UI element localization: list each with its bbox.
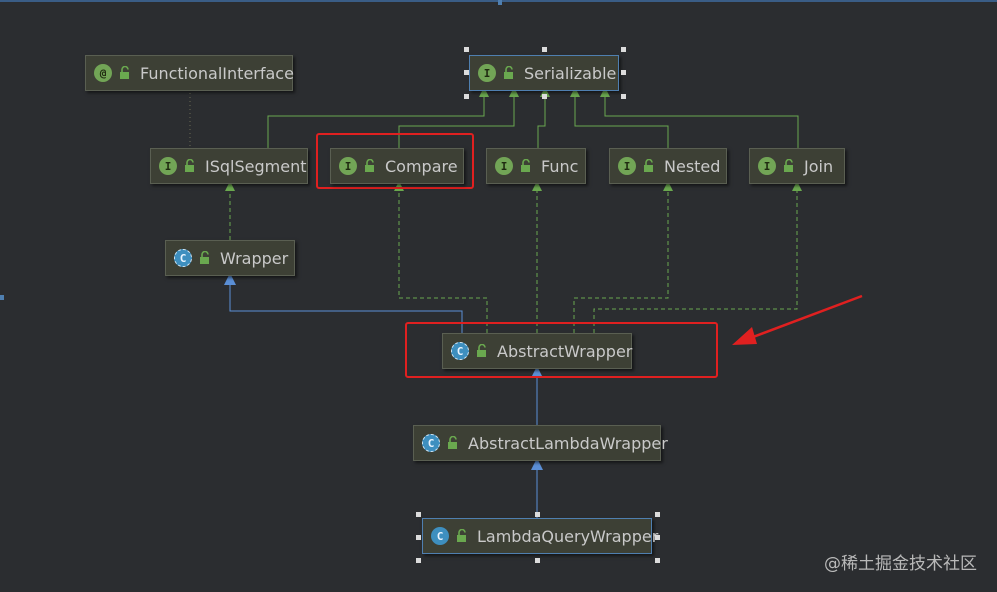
node-abstractlambdawrapper[interactable]: C AbstractLambdaWrapper — [413, 425, 668, 461]
selection-handle[interactable] — [464, 47, 469, 52]
edge-nested-serializable — [570, 87, 669, 148]
interface-icon: I — [618, 157, 636, 175]
node-label: Compare — [385, 156, 458, 176]
edge-abstractwrapper-join — [593, 181, 802, 333]
interface-icon: I — [159, 157, 177, 175]
node-label: FunctionalInterface — [140, 63, 294, 83]
interface-icon: I — [478, 64, 496, 82]
selection-handle[interactable] — [621, 94, 626, 99]
node-label: Join — [804, 156, 834, 176]
abstract-class-icon: C — [422, 434, 440, 452]
annotation-icon: @ — [94, 64, 112, 82]
unlock-icon — [644, 159, 653, 172]
unlock-icon — [200, 251, 209, 264]
selection-handle[interactable] — [464, 70, 469, 75]
node-label: LambdaQueryWrapper — [477, 526, 659, 546]
interface-icon: I — [495, 157, 513, 175]
unlock-icon — [504, 66, 513, 79]
selection-handle[interactable] — [655, 512, 660, 517]
edge-func-serializable — [537, 87, 550, 148]
highlight-box-abstractwrapper — [405, 322, 718, 378]
unlock-icon — [365, 159, 374, 172]
selection-handle[interactable] — [655, 558, 660, 563]
node-functionalinterface[interactable]: @ FunctionalInterface — [85, 55, 294, 91]
edge-compare-serializable — [398, 87, 519, 148]
edge-join-serializable — [600, 87, 799, 148]
unlock-icon — [120, 66, 129, 79]
interface-icon: I — [758, 157, 776, 175]
selection-handle[interactable] — [535, 512, 540, 517]
highlight-box-compare — [316, 133, 474, 189]
node-label: Func — [541, 156, 579, 176]
unlock-icon — [477, 344, 486, 357]
selection-handle[interactable] — [655, 535, 660, 540]
interface-icon: I — [339, 157, 357, 175]
abstract-class-icon: C — [174, 249, 192, 267]
selection-handle[interactable] — [416, 558, 421, 563]
selection-handle[interactable] — [464, 94, 469, 99]
class-icon: C — [431, 527, 449, 545]
annotation-arrow-shaft — [744, 294, 863, 342]
left-edge-marker — [0, 295, 4, 300]
unlock-icon — [784, 159, 793, 172]
abstract-class-icon: C — [451, 342, 469, 360]
node-label: AbstractLambdaWrapper — [468, 433, 668, 453]
watermark: @稀土掘金技术社区 — [824, 554, 977, 574]
edge-abstractwrapper-compare — [394, 181, 488, 333]
selection-handle[interactable] — [542, 94, 547, 99]
node-isqlsegment[interactable]: I ISqlSegment — [150, 148, 308, 184]
node-label: Serializable — [524, 63, 617, 83]
unlock-icon — [457, 529, 466, 542]
unlock-icon — [185, 159, 194, 172]
selection-handle[interactable] — [416, 535, 421, 540]
selection-handle[interactable] — [621, 47, 626, 52]
edge-abstractwrapper-nested — [573, 181, 673, 333]
node-lambdaquerywrapper[interactable]: C LambdaQueryWrapper — [422, 518, 658, 554]
selection-handle[interactable] — [621, 70, 626, 75]
selection-handle[interactable] — [416, 512, 421, 517]
top-edge-marker — [498, 0, 502, 5]
node-label: Wrapper — [220, 248, 289, 268]
node-compare[interactable]: I Compare — [330, 148, 464, 184]
selection-handle[interactable] — [542, 47, 547, 52]
node-nested[interactable]: I Nested — [609, 148, 727, 184]
node-func[interactable]: I Func — [486, 148, 586, 184]
selection-handle[interactable] — [535, 558, 540, 563]
node-label: ISqlSegment — [205, 156, 307, 176]
node-serializable[interactable]: I Serializable — [469, 55, 619, 91]
edge-isqlsegment-serializable — [267, 87, 489, 148]
annotation-arrow-head — [732, 327, 757, 345]
node-abstractwrapper[interactable]: C AbstractWrapper — [442, 333, 632, 369]
unlock-icon — [521, 159, 530, 172]
node-label: AbstractWrapper — [497, 341, 633, 361]
node-wrapper[interactable]: C Wrapper — [165, 240, 295, 276]
unlock-icon — [448, 436, 457, 449]
node-label: Nested — [664, 156, 721, 176]
node-join[interactable]: I Join — [749, 148, 845, 184]
